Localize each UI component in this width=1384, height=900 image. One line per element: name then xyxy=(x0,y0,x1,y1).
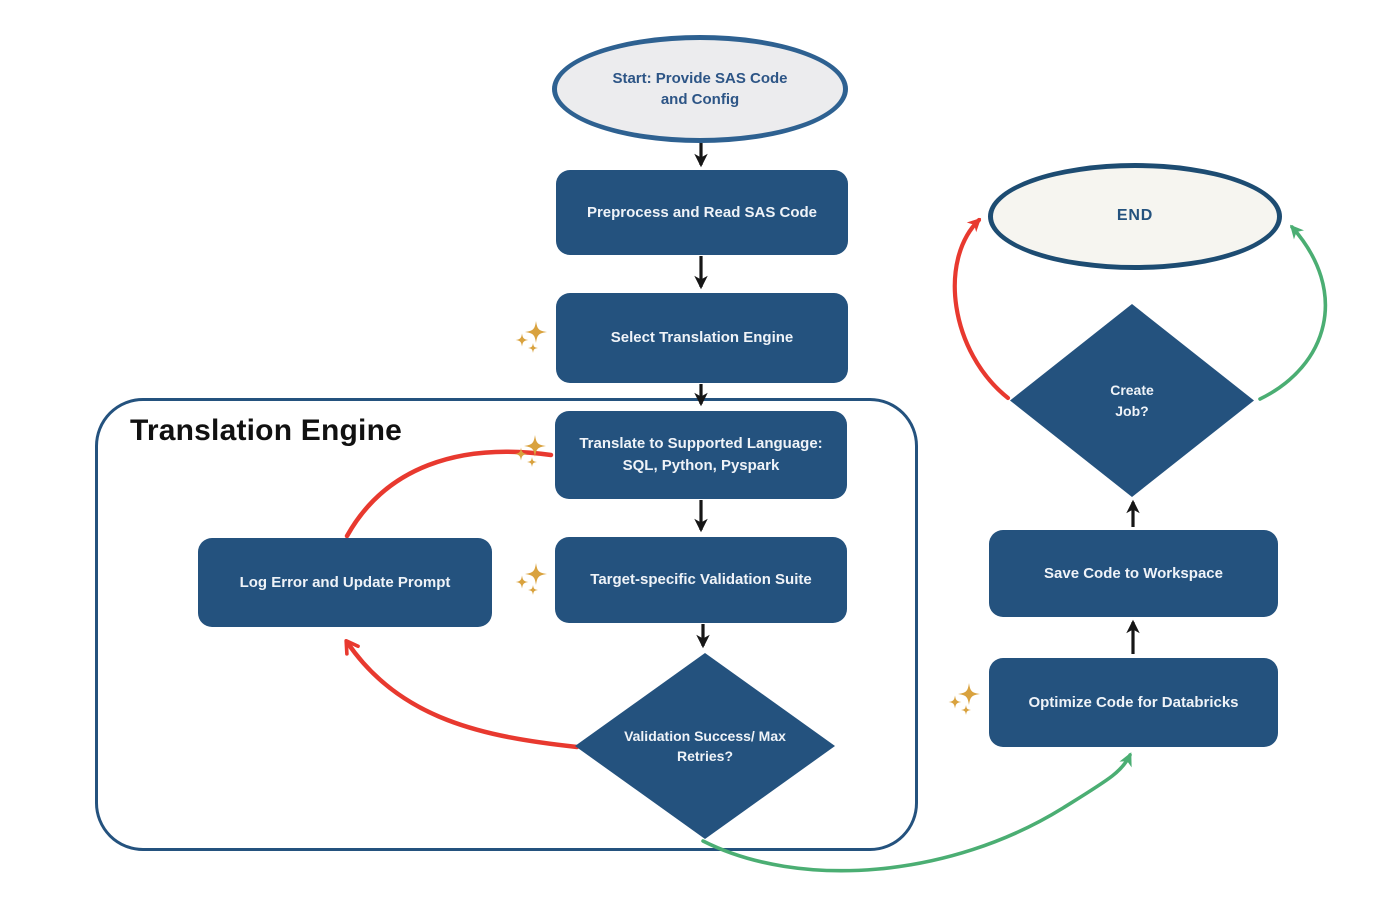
node-save-label: Save Code to Workspace xyxy=(1044,564,1223,582)
sparkle-icon xyxy=(948,683,980,715)
node-select-engine: Select Translation Engine xyxy=(556,293,848,383)
node-create-job-label: Create Job? xyxy=(1110,382,1154,419)
edge-createjob-end-yes xyxy=(1258,224,1328,401)
node-translate: Translate to Supported Language: SQL, Py… xyxy=(555,411,847,499)
node-start-label: Start: Provide SAS Code and Config xyxy=(612,70,788,108)
node-translate-label: Translate to Supported Language: SQL, Py… xyxy=(579,435,823,474)
translation-engine-label: Translation Engine xyxy=(130,414,402,447)
node-log-error-label: Log Error and Update Prompt xyxy=(239,573,451,591)
sparkle-icon xyxy=(515,321,547,353)
edge-createjob-end-no xyxy=(952,217,1011,401)
node-optimize: Optimize Code for Databricks xyxy=(989,658,1278,747)
node-select-engine-label: Select Translation Engine xyxy=(610,329,794,347)
node-create-job: Create Job? xyxy=(1010,304,1254,497)
node-validation-suite: Target-specific Validation Suite xyxy=(555,537,847,623)
node-end: END xyxy=(988,163,1282,270)
node-end-label: END xyxy=(1116,207,1154,225)
node-validation-suite-label: Target-specific Validation Suite xyxy=(590,571,812,589)
node-preprocess: Preprocess and Read SAS Code xyxy=(556,170,848,255)
node-validation-decision-label: Validation Success/ Max Retries? xyxy=(624,727,786,764)
translation-engine-container xyxy=(95,398,918,851)
node-preprocess-label: Preprocess and Read SAS Code xyxy=(586,203,818,221)
node-optimize-label: Optimize Code for Databricks xyxy=(1028,693,1239,711)
node-start: Start: Provide SAS Code and Config xyxy=(552,35,848,143)
node-log-error: Log Error and Update Prompt xyxy=(198,538,492,627)
node-save: Save Code to Workspace xyxy=(989,530,1278,617)
